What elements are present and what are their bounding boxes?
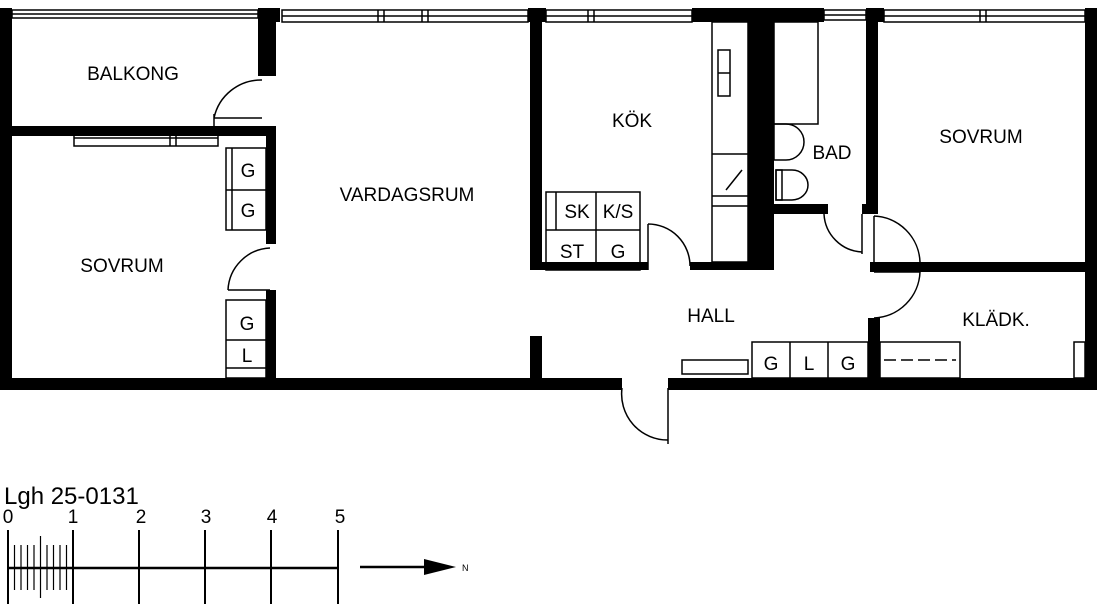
wall-kok-bottom [690, 262, 758, 270]
room-label-sovrum-right: SOVRUM [939, 127, 1022, 148]
wardrobe-lower [225, 299, 267, 379]
door-sovrum-left [227, 247, 271, 291]
scale-tick-label: 3 [201, 507, 212, 528]
door-bad [823, 213, 863, 253]
wall-left-outer [0, 8, 12, 390]
scale-tick-label: 0 [3, 507, 14, 528]
cabinet-labels: G G G L SK K/S ST G G L G [240, 161, 856, 375]
wall-bad-sovrum [866, 8, 878, 214]
room-label-vardagsrum: VARDAGSRUM [340, 185, 475, 206]
cabinet-label: G [841, 354, 856, 375]
wall-bottom-right [672, 378, 1090, 390]
wall-sovrum-kladk [870, 262, 1090, 272]
wall-right-outer [1085, 8, 1097, 390]
scale-bar [7, 530, 339, 604]
scale-tick-label: 1 [68, 507, 79, 528]
toilet [775, 169, 809, 201]
north-arrow: N [360, 559, 469, 575]
scale-tick-label: 2 [136, 507, 147, 528]
wall-bad-bottom [748, 204, 828, 214]
door-kladk [873, 271, 921, 319]
walls [0, 8, 1097, 390]
scale-subdivisions [13, 536, 68, 598]
window-sovrum-left [73, 127, 219, 147]
doors [213, 79, 921, 444]
hall-closets [751, 341, 869, 379]
room-label-hall: HALL [687, 306, 735, 327]
cabinet-label: G [241, 201, 256, 222]
cabinet-label: G [241, 161, 256, 182]
bad-storage [773, 21, 819, 125]
room-label-kladk: KLÄDK. [962, 310, 1030, 331]
wall-vardagsrum-hall-stub [530, 336, 542, 390]
cabinet-label: SK [564, 202, 590, 223]
wall-bottom-left [0, 378, 622, 390]
kitchen-counter [711, 21, 749, 263]
wardrobe-upper [225, 147, 267, 231]
wall-balkong-pillar [258, 8, 276, 76]
cabinet-label: K/S [603, 202, 634, 223]
kladk-side-shelf [1073, 341, 1086, 379]
fixtures [225, 21, 1086, 379]
cabinet-label: L [242, 346, 253, 367]
hall-bench [681, 359, 749, 375]
room-label-kok: KÖK [612, 111, 652, 132]
room-labels: BALKONG SOVRUM VARDAGSRUM KÖK BAD SOVRUM… [80, 64, 1030, 331]
scale-tick-label: 4 [267, 507, 278, 528]
bad-sink [773, 123, 805, 161]
door-balkong [213, 79, 263, 126]
wall-vardagsrum-kok [530, 8, 542, 270]
cabinet-label: ST [560, 242, 585, 263]
cabinet-label: G [240, 314, 255, 335]
scale-tick-label: 5 [335, 507, 346, 528]
cabinet-label: G [611, 242, 626, 263]
wall-sovrum-vardagsrum-upper [266, 126, 276, 244]
stove-mark [725, 169, 743, 191]
cabinet-label: L [804, 354, 815, 375]
windows [11, 9, 1086, 147]
room-label-bad: BAD [812, 143, 851, 164]
room-label-sovrum-left: SOVRUM [80, 256, 163, 277]
wall-kok-bad [748, 8, 774, 270]
arrow-right-icon [424, 559, 456, 575]
door-entrance [620, 387, 669, 441]
apartment-id: Lgh 25-0131 [4, 483, 139, 510]
door-kok [647, 223, 691, 267]
scale-tick-labels: 0 1 2 3 4 5 [3, 507, 346, 528]
cabinet-label: G [764, 354, 779, 375]
wall-sovrum-vardagsrum-lower [266, 290, 276, 390]
room-label-balkong: BALKONG [87, 64, 179, 85]
wall-kladk-left [868, 318, 880, 390]
door-sovrum-right [873, 215, 921, 263]
north-label: N [462, 563, 469, 573]
kitchen-cabinet-block [545, 191, 641, 271]
wall-balkong-sovrum [0, 126, 214, 136]
kladk-shelf [879, 341, 961, 379]
